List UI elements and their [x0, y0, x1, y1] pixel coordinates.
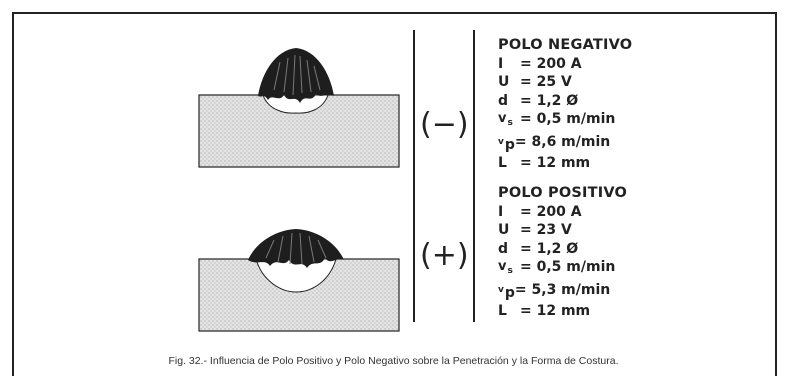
positive-title: POLO POSITIVO — [498, 185, 628, 201]
param-row: L= 12 mm — [498, 303, 591, 319]
param-row: L= 12 mm — [498, 155, 591, 171]
param-row: vs= 0,5 m/min — [498, 259, 616, 276]
bead-positive — [248, 229, 344, 268]
param-row: I= 200 A — [498, 55, 582, 72]
param-row: I= 200 A — [498, 203, 582, 220]
param-row: d= 1,2 Ø — [498, 240, 579, 257]
penetration-positive — [255, 258, 337, 293]
positive-polarity-symbol: (+) — [420, 238, 469, 273]
param-row: U= 25 V — [498, 74, 572, 90]
param-row: vp= 8,6 m/min — [498, 133, 611, 153]
positive-params: POLO POSITIVO I= 200 A U= 23 V d= 1,2 Ø … — [498, 184, 718, 321]
negative-polarity-symbol: (−) — [420, 107, 469, 142]
figure-frame — [12, 12, 777, 376]
weld-section-negative — [198, 48, 400, 168]
weld-section-positive — [198, 229, 400, 332]
bead-negative — [258, 48, 334, 103]
param-row: d= 1,2 Ø — [498, 92, 579, 109]
param-row: vp= 5,3 m/min — [498, 281, 611, 301]
negative-params: POLO NEGATIVO I= 200 A U= 25 V d= 1,2 Ø … — [498, 36, 718, 173]
param-row: U= 23 V — [498, 222, 572, 238]
penetration-negative — [262, 94, 329, 114]
negative-title: POLO NEGATIVO — [498, 37, 633, 53]
param-row: vs= 0,5 m/min — [498, 111, 616, 128]
figure-caption: Fig. 32.- Influencia de Polo Positivo y … — [168, 355, 619, 367]
